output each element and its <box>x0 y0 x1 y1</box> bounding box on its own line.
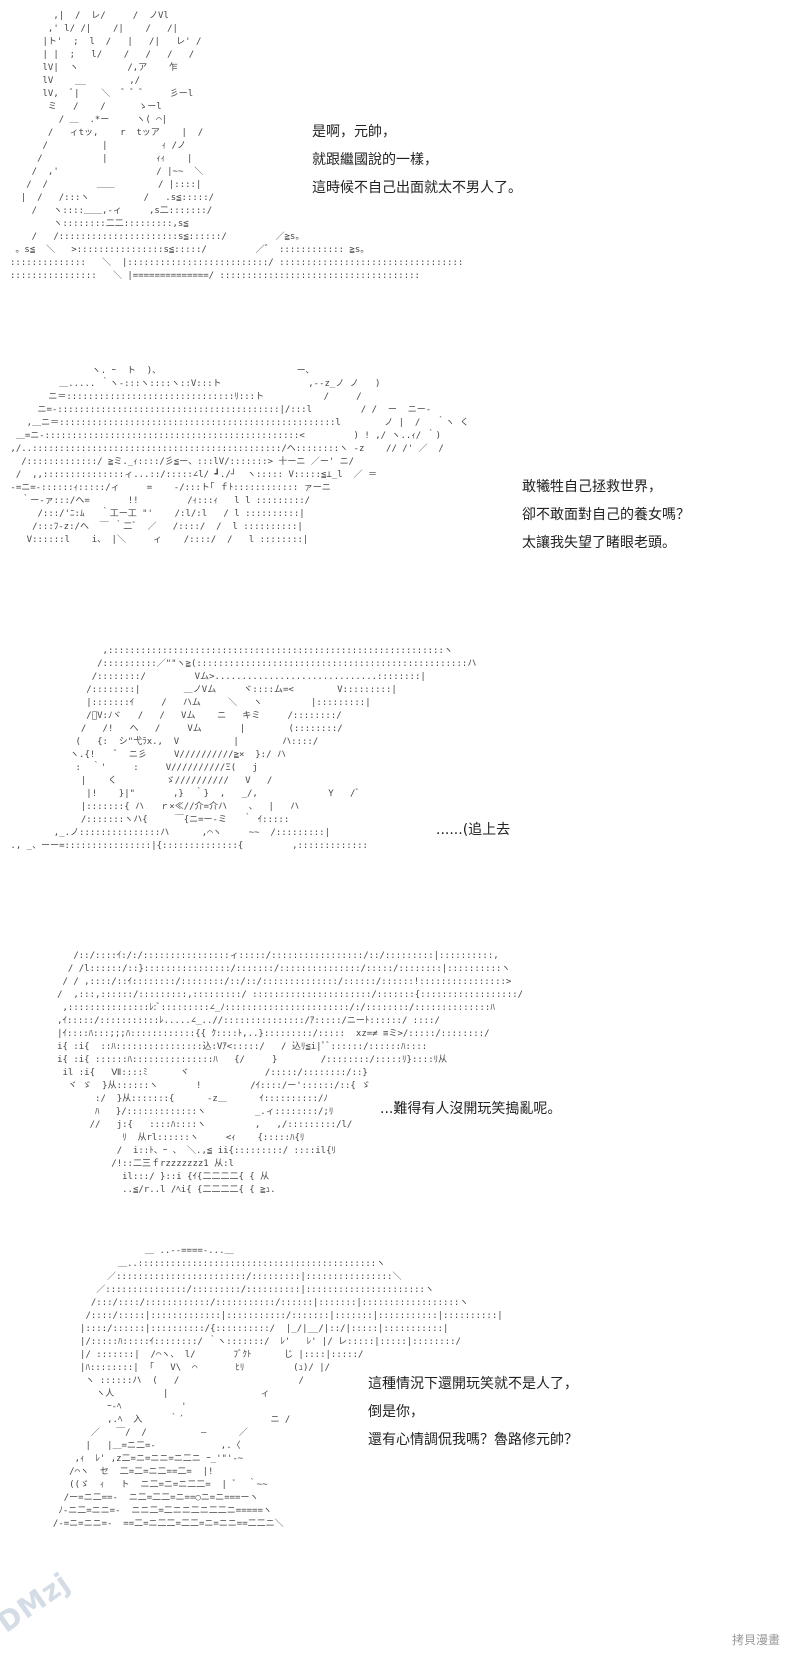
speech-line: ......(追上去 <box>436 822 511 838</box>
speech-text-2: 敢犧牲自己拯救世界， 卻不敢面對自己的養女嗎？ 太讓我失望了睹眼老頭。 <box>522 473 690 557</box>
ascii-art-figure-5: ＿ ..-‐====-...＿ ＿..:::::::::::::::::::::… <box>52 1246 503 1529</box>
speech-line: 太讓我失望了睹眼老頭。 <box>522 535 676 551</box>
panel-4: /::/::::ｲ:/:/::::::::::::::::ィ:::::/::::… <box>0 945 800 1235</box>
panel-3: ,:::::::::::::::::::::::::::::::::::::::… <box>0 640 800 930</box>
speech-line: 就跟繼國說的一樣， <box>312 152 438 168</box>
speech-line: 這時候不自己出面就太不男人了。 <box>312 180 522 196</box>
speech-text-4: ...難得有人沒開玩笑搗亂呢。 <box>380 1095 561 1123</box>
speech-line: 還有心情調侃我嗎？魯路修元帥？ <box>368 1432 578 1448</box>
speech-line: ...難得有人沒開玩笑搗亂呢。 <box>380 1101 562 1117</box>
ascii-art-figure-1: ,| / レ/ / ノVl ,' l/ /| /| / /| |ト' ; l /… <box>10 11 464 281</box>
speech-line: 這種情況下還開玩笑就不是人了， <box>368 1376 578 1392</box>
speech-text-1: 是啊，元帥， 就跟繼國說的一樣， 這時候不自己出面就太不男人了。 <box>312 118 522 202</box>
panel-5: ＿ ..-‐====-...＿ ＿..:::::::::::::::::::::… <box>0 1240 800 1656</box>
speech-line: 卻不敢面對自己的養女嗎？ <box>522 507 690 523</box>
site-watermark-text: 拷貝漫畫 <box>731 1633 780 1647</box>
speech-text-3: ......(追上去 <box>436 816 510 844</box>
panel-1: ,| / レ/ / ノVl ,' l/ /| /| / /| |ト' ; l /… <box>0 0 800 350</box>
panel-2: ヽ. ｰ ト )、 ー､ ＿..... ｀ヽ-:::ヽ::::ヽ::V:::ト … <box>0 360 800 630</box>
speech-line: 敢犧牲自己拯救世界， <box>522 479 662 495</box>
ascii-art-figure-3: ,:::::::::::::::::::::::::::::::::::::::… <box>10 646 477 851</box>
panel-5-speech: 這種情況下還開玩笑就不是人了， 倒是你， 還有心情調侃我嗎？魯路修元帥？ <box>368 1370 578 1454</box>
speech-line: 倒是你， <box>368 1404 424 1420</box>
speech-line: 是啊，元帥， <box>312 124 396 140</box>
ascii-art-figure-2: ヽ. ｰ ト )、 ー､ ＿..... ｀ヽ-:::ヽ::::ヽ::V:::ト … <box>10 366 469 545</box>
ascii-art-figure-4: /::/::::ｲ:/:/::::::::::::::::ィ:::::/::::… <box>57 951 524 1195</box>
